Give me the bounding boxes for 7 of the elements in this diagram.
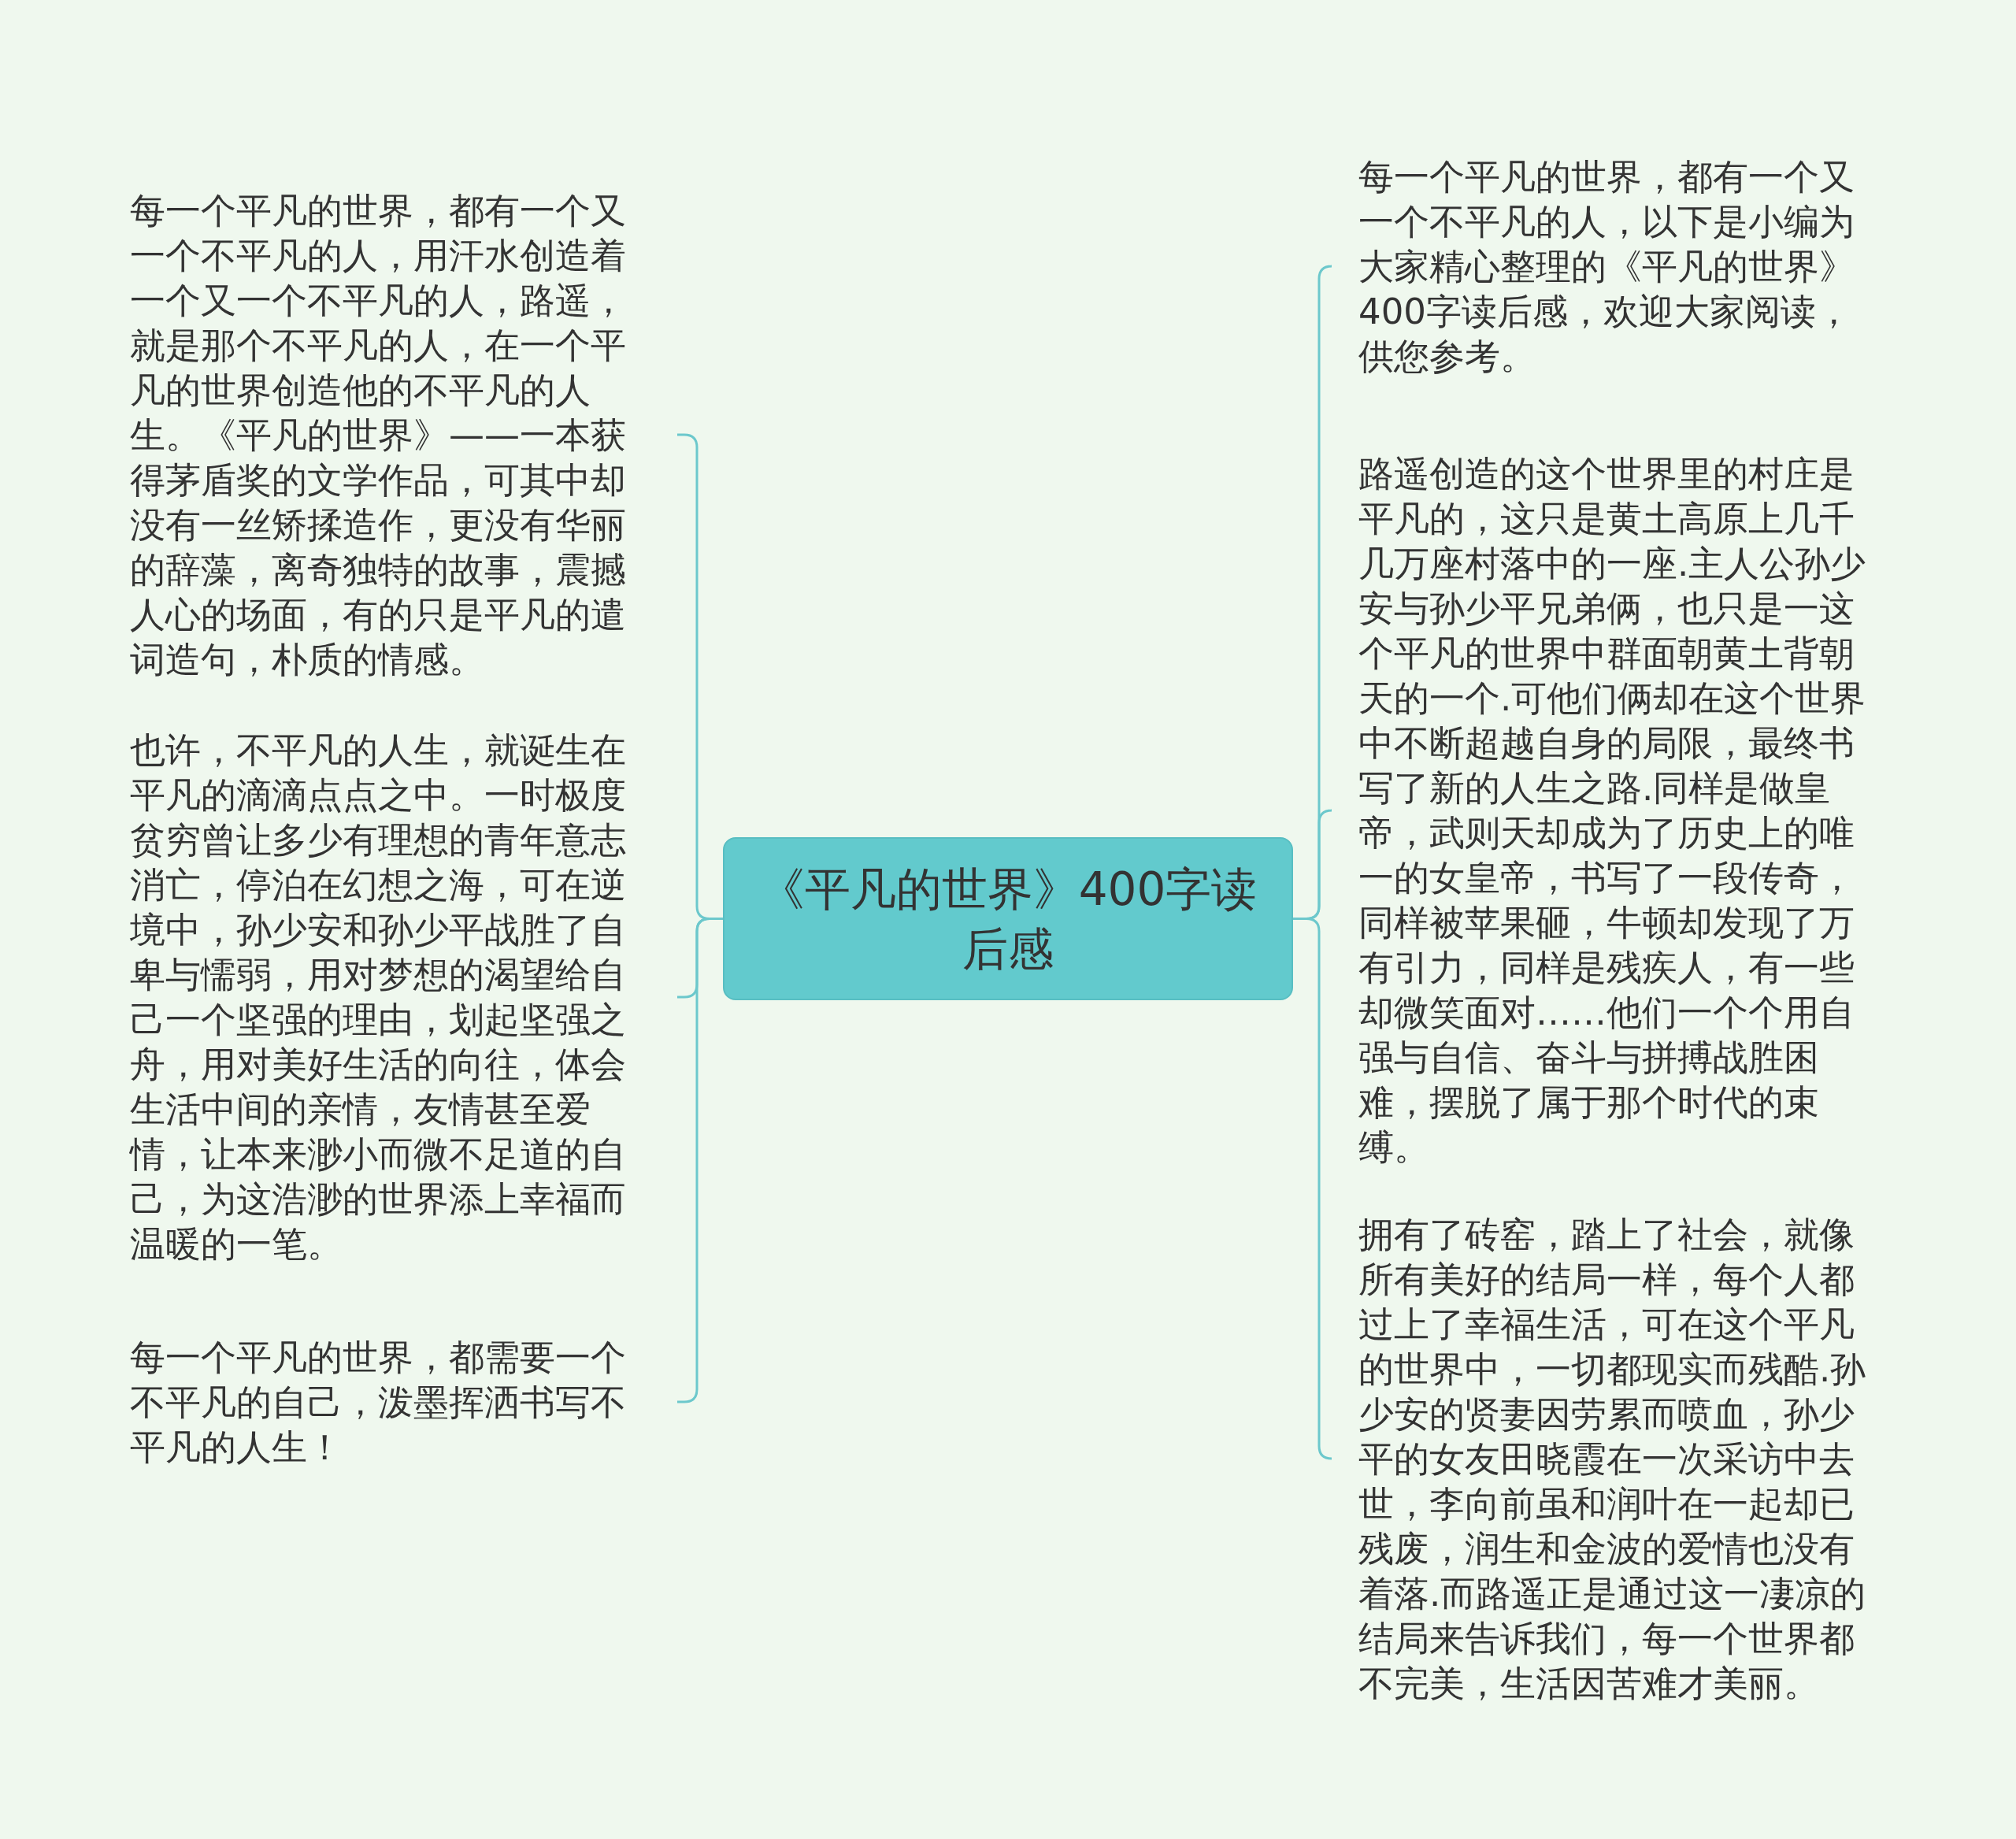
paragraph-text: 路遥创造的这个世界里的村庄是平凡的，这只是黄土高原上几千几万座村落中的一座.主人公孙少安与孙少平兄弟俩，也只是一这个平凡的世界中群面朝黄土背朝天的一个.可他们俩却在这个世界中不断超越自身的局限，最终书写了新的人生之路.同样是做皇帝，武则天却成为了历史上的唯一的女皇帝，书写了一段传奇，同样被苹果砸，牛顿却发现了万有引力，同样是残疾人，有一些却微笑面对……他们一个个用自强与自信、奋斗与拼搏战胜困难，摆脱了属于那个时代的束缚。 (1331, 451, 1882, 1170)
topic-box: 《平凡的世界》400字读后感 (723, 837, 1293, 1000)
paragraph-text: 也许，不平凡的人生，就诞生在平凡的滴滴点点之中。一时极度贫穷曾让多少有理想的青年意志消亡，停泊在幻想之海，可在逆境中，孙少安和孙少平战胜了自卑与懦弱，用对梦想的渴望给自己一个坚强的理由，划起坚强之舟，用对美好生活的向往，体会生活中间的亲情，友情甚至爱情，让本来渺小而微不足道的自己，为这浩渺的世界添上幸福而温暖的一笔。 (126, 728, 677, 1266)
paragraph-text: 每一个平凡的世界，都有一个又一个不平凡的人，用汗水创造着一个又一个不平凡的人，路遥，就是那个不平凡的人，在一个平凡的世界创造他的不平凡的人生。《平凡的世界》——一本获得茅盾奖的文学作品，可其中却没有一丝矫揉造作，更没有华丽的辞藻，离奇独特的故事，震撼人心的场面，有的只是平凡的遣词造句，朴质的情感。 (126, 187, 677, 682)
paragraph-text: 拥有了砖窑，踏上了社会，就像所有美好的结局一样，每个人都过上了幸福生活，可在这个平凡的世界中，一切都现实而残酷.孙少安的贤妻因劳累而喷血，孙少平的女友田晓霞在一次采访中去世，李向前虽和润叶在一起却已残废，润生和金波的爱情也没有着落.而路遥正是通过这一凄凉的结局来告诉我们，每一个世界都不完美，生活因苦难才美丽。 (1331, 1211, 1882, 1706)
paragraph-text: 每一个平凡的世界，都需要一个不平凡的自己，泼墨挥洒书写不平凡的人生！ (126, 1334, 677, 1470)
paragraph-text: 每一个平凡的世界，都有一个又一个不平凡的人，以下是小编为大家精心整理的《平凡的世界》400字读后感，欢迎大家阅读，供您参考。 (1331, 154, 1882, 379)
